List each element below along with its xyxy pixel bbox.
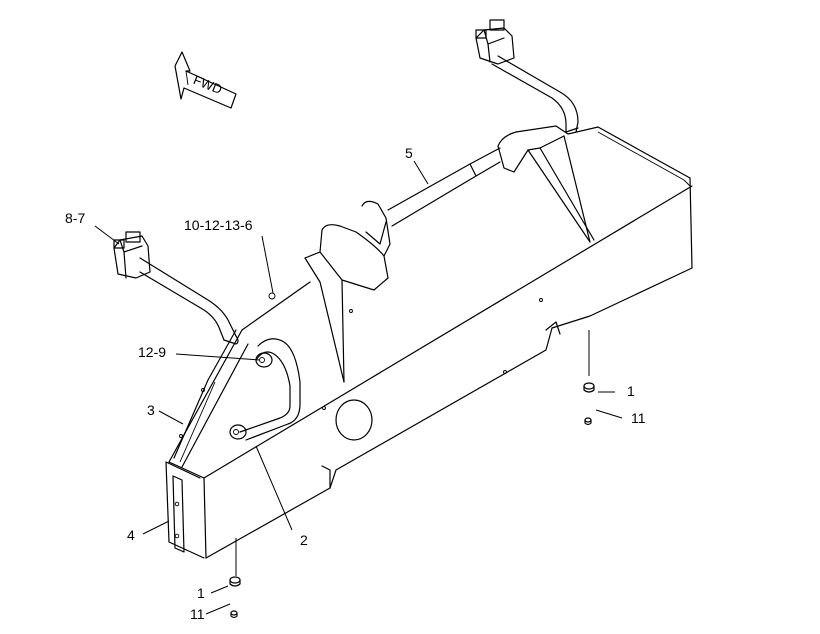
left-bracket <box>261 147 501 383</box>
fwd-arrow: FWD <box>174 51 237 109</box>
callout-11-bottom: 11 <box>190 606 205 622</box>
callout-10-12-13-6: 10-12-13-6 <box>184 217 253 233</box>
grab-handle <box>229 338 301 441</box>
left-handrail <box>113 231 239 345</box>
callout-8-7: 8-7 <box>65 210 85 226</box>
leader-lines <box>94 160 429 535</box>
right-handrail <box>475 19 579 133</box>
main-frame <box>165 126 693 559</box>
fastener-set-right <box>583 330 623 426</box>
callout-12-9: 12-9 <box>138 344 166 360</box>
right-bracket <box>497 125 599 243</box>
callout-labels: 8-7 10-12-13-6 5 12-9 3 4 2 1 11 1 11 <box>65 145 646 622</box>
callout-3: 3 <box>147 402 155 418</box>
callout-11-right: 11 <box>631 410 646 426</box>
callout-1-bottom: 1 <box>197 585 205 601</box>
callout-2: 2 <box>300 532 308 548</box>
fastener-set-bottom <box>205 538 241 619</box>
callout-1-right: 1 <box>627 383 635 399</box>
callout-5: 5 <box>405 145 413 161</box>
callout-4: 4 <box>127 527 135 543</box>
